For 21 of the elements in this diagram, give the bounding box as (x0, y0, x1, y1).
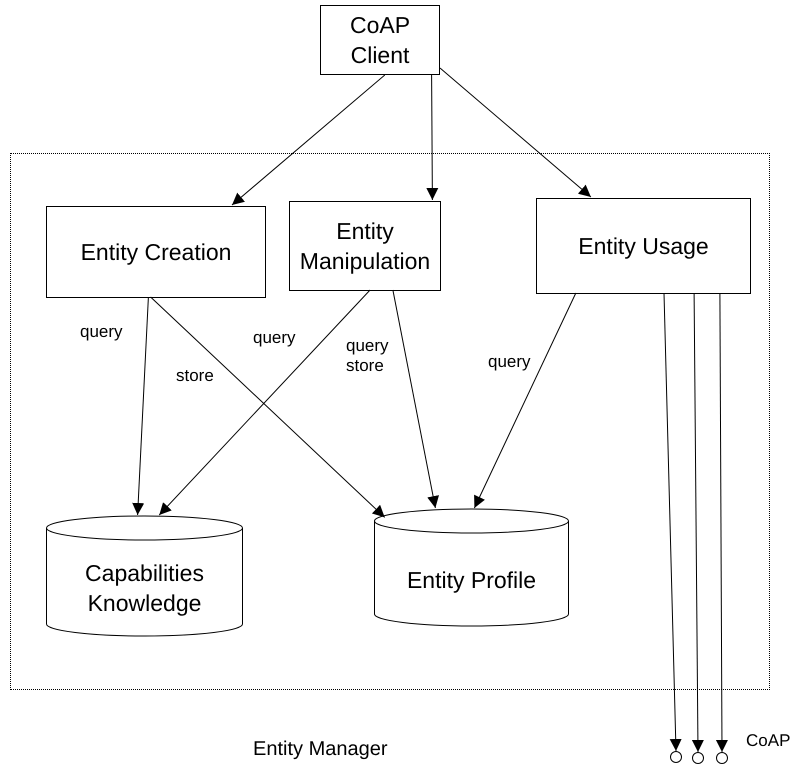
arrow (392, 290, 439, 508)
arrow (232, 74, 386, 206)
process-box (289, 201, 441, 291)
arrow (132, 296, 149, 516)
process-box (320, 5, 440, 75)
node-label: Capabilities Knowledge (84, 559, 205, 618)
node-label: Entity Creation (80, 238, 232, 267)
node-label: Entity Usage (577, 232, 710, 261)
arrow (692, 292, 704, 752)
boundary-title: Entity Manager (253, 737, 388, 762)
node-label: Entity Manipulation (298, 217, 432, 276)
arrow (716, 292, 728, 752)
node-label: Entity Profile (406, 566, 538, 594)
process-box (46, 206, 266, 298)
arrow (440, 68, 592, 198)
arrow (664, 292, 682, 752)
process-box (536, 198, 751, 294)
arrow (474, 292, 576, 508)
arrow (426, 74, 438, 200)
node-label: CoAP Client (348, 11, 412, 70)
protocol-label: CoAP (746, 730, 790, 752)
